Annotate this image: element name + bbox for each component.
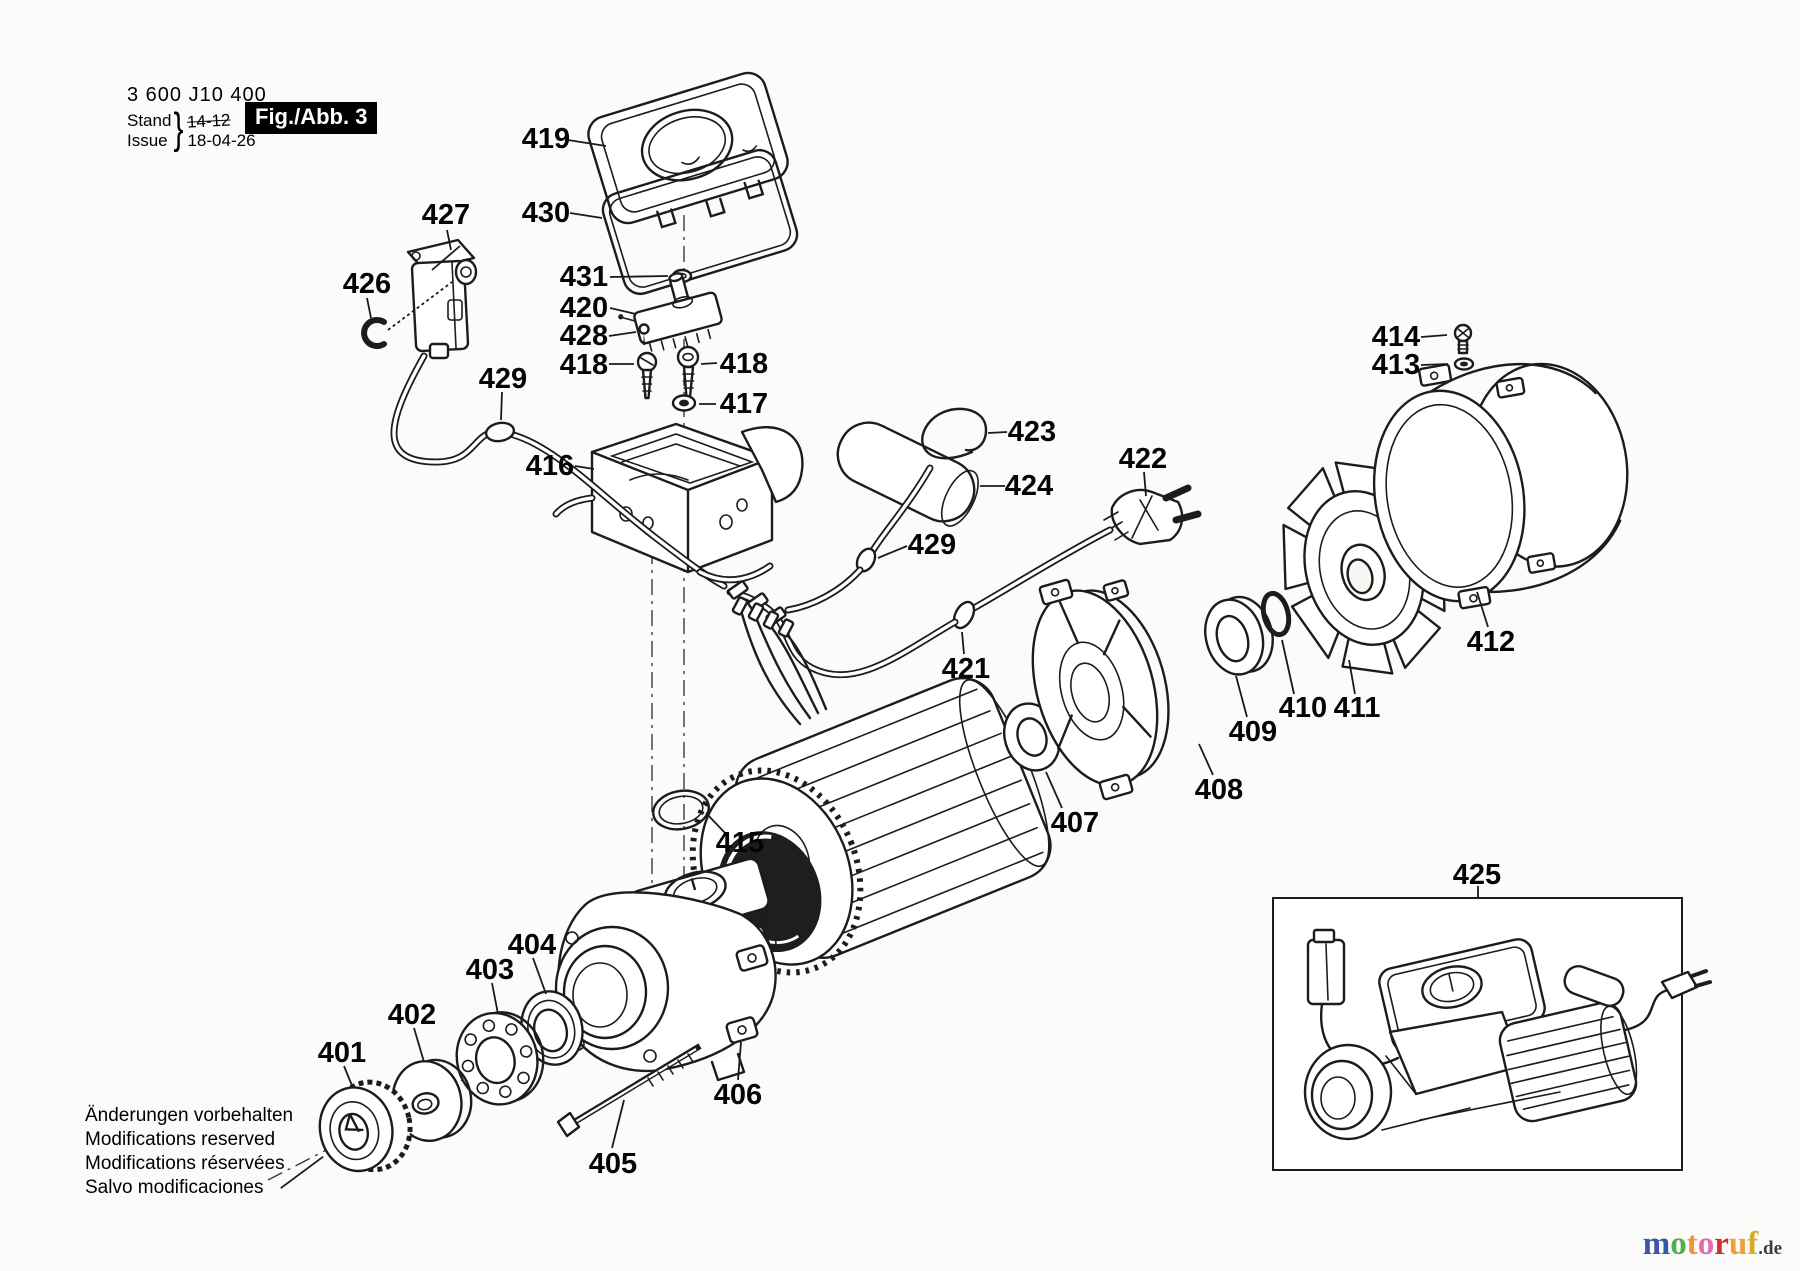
part-seal-404	[520, 990, 584, 1066]
callout-425: 425	[1453, 859, 1501, 891]
part-washer-413	[1453, 357, 1475, 371]
callout-406: 406	[714, 1079, 762, 1111]
note-line-fr: Modifications réservées	[85, 1153, 285, 1174]
callout-429-cap: 429	[908, 529, 956, 561]
callout-404: 404	[508, 929, 556, 961]
part-capacitor-424	[836, 421, 979, 527]
callout-431: 431	[560, 261, 608, 293]
part-end-shield-408	[1031, 578, 1170, 801]
note-line-es: Salvo modificaciones	[85, 1177, 264, 1198]
callout-407: 407	[1051, 807, 1099, 839]
callout-414: 414	[1372, 321, 1420, 353]
part-switch-cable-429	[390, 352, 728, 590]
callout-416: 416	[526, 450, 574, 482]
modification-notes: Änderungen vorbehalten Modifications res…	[85, 1104, 293, 1200]
logo-letter: o	[1670, 1226, 1687, 1262]
motoruf-watermark: motoruf.de	[1643, 1226, 1782, 1263]
part-seal-409	[1204, 595, 1274, 676]
callout-418-right: 418	[720, 348, 768, 380]
callout-423: 423	[1008, 416, 1056, 448]
inset-assembled-pump-425	[1272, 897, 1712, 1171]
part-bolt-405	[556, 1043, 702, 1138]
issue-label: Issue	[127, 130, 168, 150]
logo-letter: u	[1728, 1226, 1748, 1262]
logo-letter: f	[1747, 1226, 1759, 1262]
callout-419: 419	[522, 123, 570, 155]
part-screw-418-left	[636, 351, 658, 400]
callout-422: 422	[1119, 443, 1167, 475]
callout-428: 428	[560, 320, 608, 352]
callout-415: 415	[716, 827, 764, 859]
callout-410: 410	[1279, 692, 1327, 724]
issue-row: Stand Issue } 14-12 18-04-26	[127, 106, 267, 154]
callout-402: 402	[388, 999, 436, 1031]
part-motor-lead-wires	[731, 596, 828, 726]
callout-426: 426	[343, 268, 391, 300]
part-lid-gasket-430	[601, 148, 799, 296]
callout-418-left: 418	[560, 349, 608, 381]
callout-413: 413	[1372, 349, 1420, 381]
callout-411: 411	[1334, 692, 1381, 724]
part-tank-lid-419	[587, 71, 789, 229]
part-valve-plate-420	[618, 272, 723, 352]
callout-421: 421	[942, 653, 990, 685]
leader-lines	[343, 139, 1489, 1149]
part-screw-428	[638, 323, 650, 345]
part-pressure-switch-427	[406, 238, 478, 360]
part-power-plug-422	[1103, 484, 1202, 546]
callout-412: 412	[1467, 626, 1515, 658]
callout-429-switch: 429	[479, 363, 527, 395]
part-pump-housing-406	[554, 857, 777, 1082]
logo-suffix: .de	[1758, 1238, 1782, 1259]
callout-labels: 419 430 431 420 428 418 418 417 416 427 …	[318, 123, 1515, 1180]
callout-401: 401	[318, 1037, 366, 1069]
part-terminal-box-416	[552, 422, 804, 574]
logo-letter: o	[1697, 1226, 1715, 1262]
callout-409: 409	[1229, 716, 1277, 748]
part-number: 3 600 J10 400	[127, 84, 267, 106]
part-fan-cover-412	[1372, 362, 1629, 610]
part-wire-clip-423	[784, 407, 988, 614]
callout-417: 417	[720, 388, 768, 420]
note-line-de: Änderungen vorbehalten	[85, 1105, 294, 1126]
callout-424: 424	[1005, 470, 1053, 502]
callout-408: 408	[1195, 774, 1243, 806]
callout-430: 430	[522, 197, 570, 229]
part-screw-414	[1453, 323, 1473, 355]
brace-glyph: }	[173, 105, 184, 154]
callout-427: 427	[422, 199, 470, 231]
part-seal-assembly-401	[280, 1079, 413, 1189]
callout-405: 405	[589, 1148, 637, 1180]
callout-420: 420	[560, 292, 608, 324]
title-block: 3 600 J10 400 Stand Issue } 14-12 18-04-…	[127, 84, 267, 154]
figure-badge: Fig./Abb. 3	[245, 102, 378, 134]
part-retaining-clip-426	[361, 281, 453, 349]
logo-letter: t	[1686, 1226, 1698, 1262]
logo-letter: m	[1642, 1226, 1671, 1262]
part-o-ring-410	[1260, 590, 1292, 638]
stand-label: Stand	[127, 111, 172, 130]
part-nut-417	[671, 394, 697, 412]
callout-403: 403	[466, 954, 514, 986]
issue-date: 18-04-26	[187, 130, 256, 150]
part-o-ring-415	[652, 789, 710, 831]
note-line-en: Modifications reserved	[85, 1129, 276, 1150]
part-screw-418-right	[676, 345, 700, 399]
logo-letter: r	[1714, 1226, 1729, 1262]
